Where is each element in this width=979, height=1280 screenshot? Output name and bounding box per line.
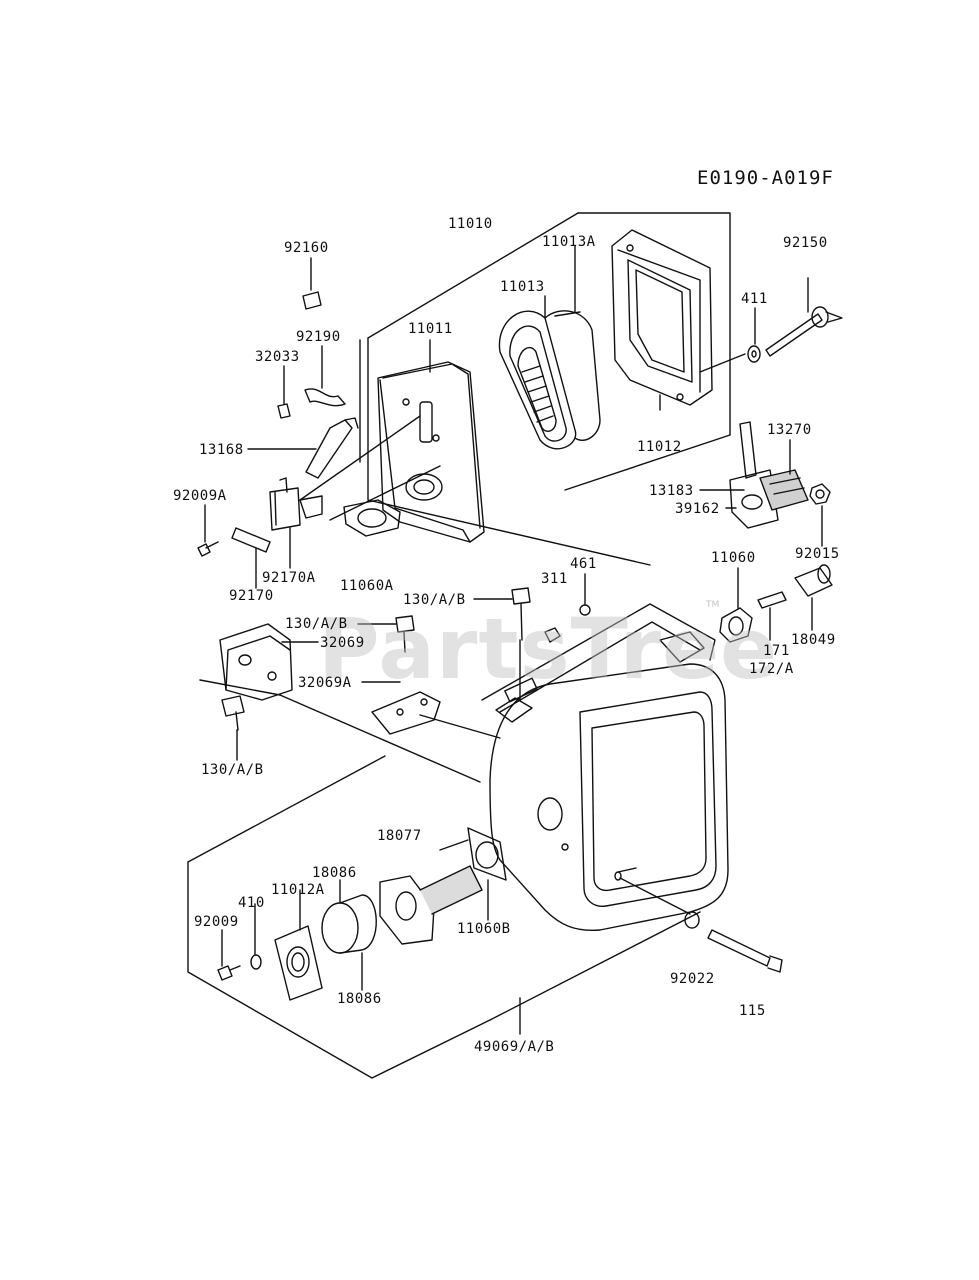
part-label-92009: 92009 xyxy=(194,914,239,930)
leader-muffler-bolt xyxy=(619,877,691,915)
part-label-130AB-top: 130/A/B xyxy=(403,592,466,608)
bolt-130-left xyxy=(221,695,245,731)
air-filter-base-11011 xyxy=(377,361,485,543)
leader-18077 xyxy=(439,839,469,851)
cover-dashed-line xyxy=(699,353,746,373)
washer-92022 xyxy=(684,911,700,929)
part-label-92160: 92160 xyxy=(284,240,329,256)
part-label-92190: 92190 xyxy=(296,329,341,345)
gasket xyxy=(343,499,401,537)
screw-92009A xyxy=(197,541,219,557)
heat-shield xyxy=(199,603,716,783)
diagram-code: E0190-A019F xyxy=(697,167,834,189)
part-label-92022: 92022 xyxy=(670,971,715,987)
part-label-92015: 92015 xyxy=(795,546,840,562)
part-label-11013A: 11013A xyxy=(542,234,596,250)
link-line-2 xyxy=(329,465,441,521)
pin-32033 xyxy=(277,403,291,419)
part-label-92150: 92150 xyxy=(783,235,828,251)
assembly-bracket-11010 xyxy=(367,337,651,566)
part-label-13168: 13168 xyxy=(199,442,244,458)
part-label-171: 171 xyxy=(763,643,790,659)
part-label-11060: 11060 xyxy=(711,550,756,566)
plate-92170 xyxy=(231,527,271,553)
part-label-18077: 18077 xyxy=(377,828,422,844)
part-label-11013: 11013 xyxy=(500,279,545,295)
assembly-bracket-11010-inner xyxy=(564,434,731,491)
pad-92160 xyxy=(302,291,322,310)
part-label-92170A: 92170A xyxy=(262,570,316,586)
spark-arrester xyxy=(379,865,483,945)
assembly-bracket-49069-right xyxy=(489,911,701,1021)
tube-18086 xyxy=(321,894,377,954)
part-label-130AB-left: 130/A/B xyxy=(201,762,264,778)
part-label-39162: 39162 xyxy=(675,501,720,517)
part-label-172A: 172/A xyxy=(749,661,794,677)
assembly-bracket-11010-top xyxy=(367,212,731,436)
part-label-11060A: 11060A xyxy=(340,578,394,594)
part-label-311: 311 xyxy=(541,571,568,587)
part-label-18086-bot: 18086 xyxy=(337,991,382,1007)
bracket-32069A xyxy=(371,691,441,735)
washer-411 xyxy=(747,345,761,363)
bracket-32069 xyxy=(219,623,293,701)
assembly-bracket-49069-top xyxy=(187,755,386,863)
part-label-410: 410 xyxy=(238,895,265,911)
nut-311 xyxy=(544,627,561,643)
washer-410 xyxy=(250,954,262,970)
bolt-130-top xyxy=(511,587,531,641)
part-label-32069: 32069 xyxy=(320,635,365,651)
hose-92190 xyxy=(304,388,346,407)
nut-461 xyxy=(579,604,591,616)
rod-13168 xyxy=(299,417,359,519)
part-label-92170: 92170 xyxy=(229,588,274,604)
part-label-49069AB: 49069/A/B xyxy=(474,1039,555,1055)
filter-cover-11012 xyxy=(611,229,713,406)
part-label-11011: 11011 xyxy=(408,321,453,337)
bracket-92170A xyxy=(269,477,301,531)
wing-bolt-92150 xyxy=(765,306,843,357)
screw-92009 xyxy=(217,965,241,981)
watermark-trademark: TM xyxy=(706,600,720,610)
spacer-18049 xyxy=(794,564,833,597)
part-label-92009A: 92009A xyxy=(173,488,227,504)
part-label-32033: 32033 xyxy=(255,349,300,365)
watermark-text: PartsTree xyxy=(318,600,779,698)
part-label-130AB-mid: 130/A/B xyxy=(285,616,348,632)
gasket-11060 xyxy=(719,607,753,643)
outlet-cover-11012A xyxy=(274,925,323,1001)
part-label-11060B: 11060B xyxy=(457,921,511,937)
part-label-18086-top: 18086 xyxy=(312,865,357,881)
part-label-461: 461 xyxy=(570,556,597,572)
bolt-130-mid xyxy=(395,615,415,653)
lever-13183 xyxy=(729,421,779,529)
part-label-11012A: 11012A xyxy=(271,882,325,898)
bolt-115 xyxy=(707,929,783,973)
stud-171 xyxy=(757,591,787,609)
part-label-18049: 18049 xyxy=(791,632,836,648)
nut-92015 xyxy=(809,483,831,505)
part-label-115: 115 xyxy=(739,1003,766,1019)
cushion-13270 xyxy=(759,469,809,511)
part-label-11012: 11012 xyxy=(637,439,682,455)
part-label-13183: 13183 xyxy=(649,483,694,499)
part-label-411: 411 xyxy=(741,291,768,307)
assembly-bracket-49069 xyxy=(187,861,491,1079)
gasket-11060B xyxy=(467,827,507,881)
part-label-11010: 11010 xyxy=(448,216,493,232)
part-label-32069A: 32069A xyxy=(298,675,352,691)
part-label-13270: 13270 xyxy=(767,422,812,438)
filter-element-11013 xyxy=(498,310,601,450)
